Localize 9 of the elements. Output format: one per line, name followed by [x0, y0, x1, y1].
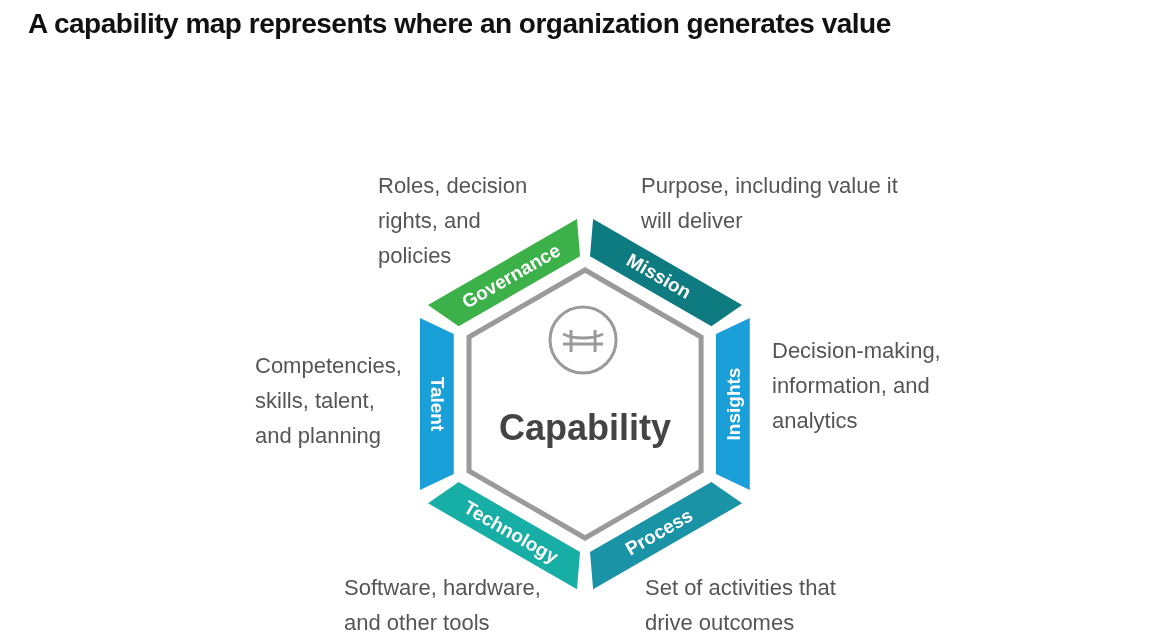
- description-text: Purpose, including value it will deliver: [641, 172, 899, 235]
- segment-label: Talent: [427, 376, 447, 432]
- title: A capability map represents where an organization generates value: [28, 8, 891, 40]
- description-text: Competencies, skills, talent, and planning: [255, 352, 403, 450]
- description-text: Decision-making, information, and analytics: [772, 337, 942, 435]
- segment-label: Insights: [723, 367, 743, 441]
- center-label: Capability: [498, 410, 671, 446]
- description-text: Set of activities that drive outcomes: [645, 574, 837, 637]
- description-text: Software, hardware, and other tools: [344, 574, 542, 637]
